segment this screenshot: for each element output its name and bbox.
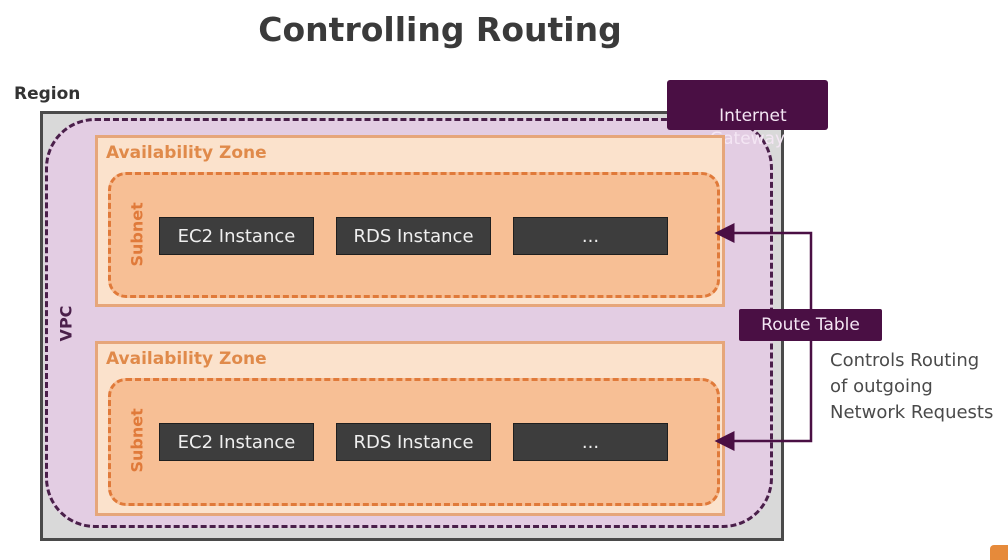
subnet-1: Subnet EC2 Instance RDS Instance ... — [108, 172, 720, 298]
region-label: Region — [14, 84, 81, 104]
availability-zone-1: Availability Zone Subnet EC2 Instance RD… — [95, 135, 725, 307]
subnet-2: Subnet EC2 Instance RDS Instance ... — [108, 378, 720, 506]
availability-zone-2: Availability Zone Subnet EC2 Instance RD… — [95, 341, 725, 516]
internet-gateway-label: Internet Gateway — [709, 106, 787, 149]
other-instance: ... — [513, 423, 668, 461]
availability-zone-label: Availability Zone — [106, 349, 267, 369]
rds-instance: RDS Instance — [336, 423, 491, 461]
ec2-instance: EC2 Instance — [159, 423, 314, 461]
route-arrow-upper — [714, 223, 813, 309]
other-instance: ... — [513, 217, 668, 255]
ec2-instance: EC2 Instance — [159, 217, 314, 255]
internet-gateway: Internet Gateway — [667, 80, 828, 149]
route-arrow-lower — [714, 341, 813, 451]
rds-instance: RDS Instance — [336, 217, 491, 255]
route-table-description: Controls Routing of outgoing Network Req… — [830, 350, 994, 423]
availability-zone-label: Availability Zone — [106, 143, 267, 163]
route-table: Route Table — [739, 309, 882, 341]
page-title: Controlling Routing — [258, 10, 622, 49]
corner-decoration — [990, 545, 1008, 560]
